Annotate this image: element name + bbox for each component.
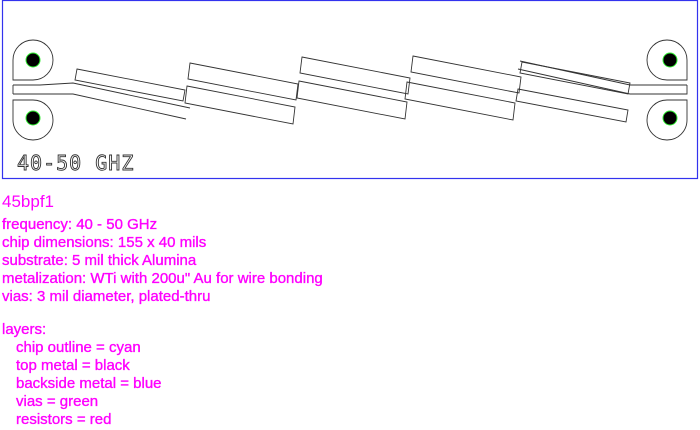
bond-pad-top-left [12,39,54,81]
chip-layout-drawing: 40-50 GHZ [1,0,699,180]
chip-label: 40-50 GHZ [17,151,134,175]
resonator-lower-4 [515,88,629,123]
layer-item: resistors = red [16,411,112,428]
spec-list: frequency: 40 - 50 GHz chip dimensions: … [2,216,323,306]
spec-metalization: metalization: WTi with 200u" Au for wire… [2,270,323,287]
chip-outline [1,0,699,180]
resonator-lower-3 [404,81,516,121]
spec-vias: vias: 3 mil diameter, plated-thru [2,288,211,305]
layer-item: backside metal = blue [16,375,162,392]
resonator-upper-1 [74,68,186,102]
layer-item: top metal = black [16,357,130,374]
spec-substrate: substrate: 5 mil thick Alumina [2,252,197,269]
via-icon [25,110,41,126]
via-icon [25,52,41,68]
via-icon [662,52,678,68]
layer-item: chip outline = cyan [16,339,141,356]
resonator-lower-1 [184,85,296,125]
bond-pad-top-right [646,39,688,81]
resonator-lower-2 [296,80,408,120]
via-icon [662,110,678,126]
part-name: 45bpf1 [2,192,54,211]
spec-frequency: frequency: 40 - 50 GHz [2,216,158,233]
spec-dimensions: chip dimensions: 155 x 40 mils [2,234,207,251]
resonator-upper-3 [299,56,411,95]
bond-pad-bottom-left [12,99,54,141]
layer-item: vias = green [16,393,99,410]
layers-heading: layers: [2,321,47,338]
layer-legend: layers: chip outline = cyan top metal = … [2,321,162,429]
bond-pad-bottom-right [646,99,688,141]
resonator-upper-2 [187,62,299,101]
resonator-upper-4 [410,55,522,94]
resonator-upper-5 [519,61,631,95]
input-feed-line [12,82,191,120]
